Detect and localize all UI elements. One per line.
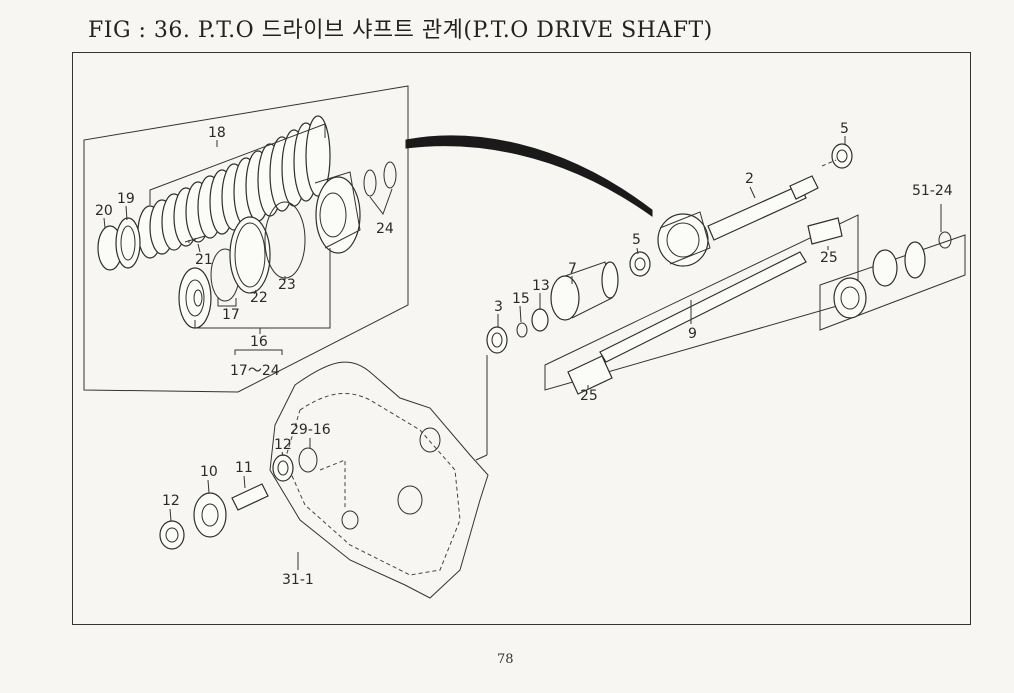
callout-17-24: 17～24: [230, 363, 280, 379]
piston: [178, 267, 212, 329]
callout-3: 3: [494, 299, 503, 315]
shaft-11: [231, 483, 269, 511]
bearing-13: [531, 308, 549, 332]
bearing-3: [486, 326, 508, 354]
inset-leader: [405, 135, 653, 217]
callout-12-left: 12: [162, 493, 180, 509]
o-ring-outer: [264, 201, 306, 279]
main-clutch-assembly: [657, 211, 711, 267]
transmission-housing: [269, 361, 489, 599]
callout-51-24: 51-24: [912, 183, 953, 199]
callout-23: 23: [278, 277, 296, 293]
output-gear-cluster: [819, 204, 966, 331]
callout-19: 19: [117, 191, 135, 207]
diagram-frame: [72, 52, 971, 625]
callout-25-bottom: 25: [580, 388, 598, 404]
callout-5-top: 5: [840, 121, 849, 137]
pin: [184, 235, 206, 243]
drive-shaft: [707, 175, 819, 241]
clutch-inset-box: [83, 85, 409, 393]
callout-10: 10: [200, 464, 218, 480]
callout-20: 20: [95, 203, 113, 219]
seal-ring: [229, 216, 271, 294]
page-number: 78: [497, 652, 514, 667]
ring-29-16: [298, 447, 318, 473]
bearing-12-upper: [272, 454, 294, 482]
callout-15: 15: [512, 291, 530, 307]
bearing-mid: [629, 251, 651, 277]
callout-21: 21: [195, 252, 213, 268]
callout-11: 11: [235, 460, 253, 476]
callout-18: 18: [208, 125, 226, 141]
callout-29-16: 29-16: [290, 422, 331, 438]
gear-10: [193, 492, 227, 538]
callout-31-1: 31-1: [282, 572, 314, 588]
bearing-top: [831, 143, 853, 169]
figure-title: FIG : 36. P.T.O 드라이브 샤프트 관계(P.T.O DRIVE …: [88, 18, 713, 43]
pto-shaft: [567, 217, 843, 395]
friction-plates: [137, 115, 331, 259]
callout-25-right: 25: [820, 250, 838, 266]
callout-5-mid: 5: [632, 232, 641, 248]
bearing-12-left: [159, 520, 185, 550]
callout-13: 13: [532, 278, 550, 294]
callout-9: 9: [688, 326, 697, 342]
drive-gear: [550, 261, 619, 321]
callout-16: 16: [250, 334, 268, 350]
callout-24: 24: [376, 221, 394, 237]
callout-22: 22: [250, 290, 268, 306]
callout-17: 17: [222, 307, 240, 323]
callout-12-upper: 12: [274, 437, 292, 453]
end-plate: [115, 217, 141, 269]
callout-2: 2: [745, 171, 754, 187]
clutch-drum: [314, 171, 361, 254]
callout-7: 7: [568, 261, 577, 277]
